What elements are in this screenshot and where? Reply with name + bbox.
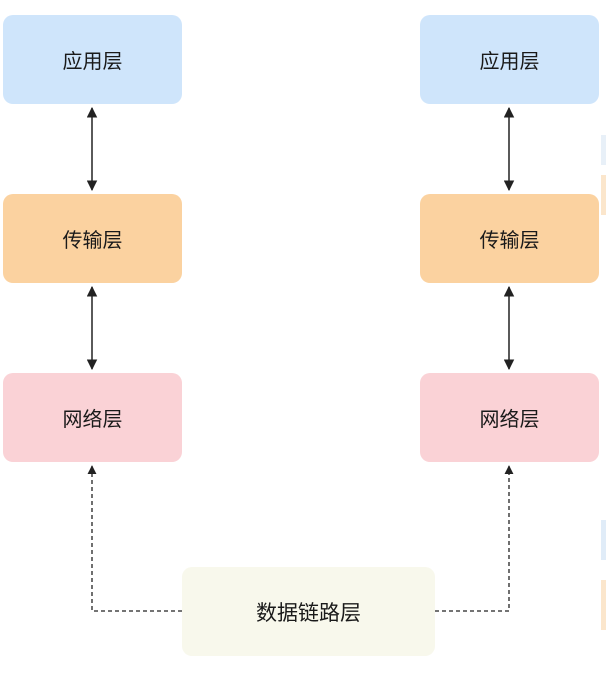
left-application-layer-label: 应用层 (62, 49, 123, 73)
left-application-layer: 应用层 (3, 15, 182, 104)
left-transport-layer-label: 传输层 (62, 228, 123, 252)
right-transport-layer: 传输层 (420, 194, 599, 283)
left-transport-layer: 传输层 (3, 194, 182, 283)
edge-artifact (601, 175, 606, 215)
edge-artifact (601, 580, 606, 630)
data-link-layer: 数据链路层 (182, 567, 435, 656)
left-network-layer-label: 网络层 (62, 407, 123, 431)
edge-artifact (601, 520, 606, 560)
edge-artifact (601, 135, 606, 165)
right-application-layer-label: 应用层 (479, 49, 540, 73)
right-network-layer: 网络层 (420, 373, 599, 462)
right-network-layer-label: 网络层 (479, 407, 540, 431)
datalink-to-left-network-arrow (87, 465, 182, 612)
left-network-layer: 网络层 (3, 373, 182, 462)
right-transport-layer-label: 传输层 (479, 228, 540, 252)
right-application-layer: 应用层 (420, 15, 599, 104)
data-link-layer-label: 数据链路层 (256, 600, 361, 625)
datalink-to-right-network-arrow (435, 465, 514, 612)
